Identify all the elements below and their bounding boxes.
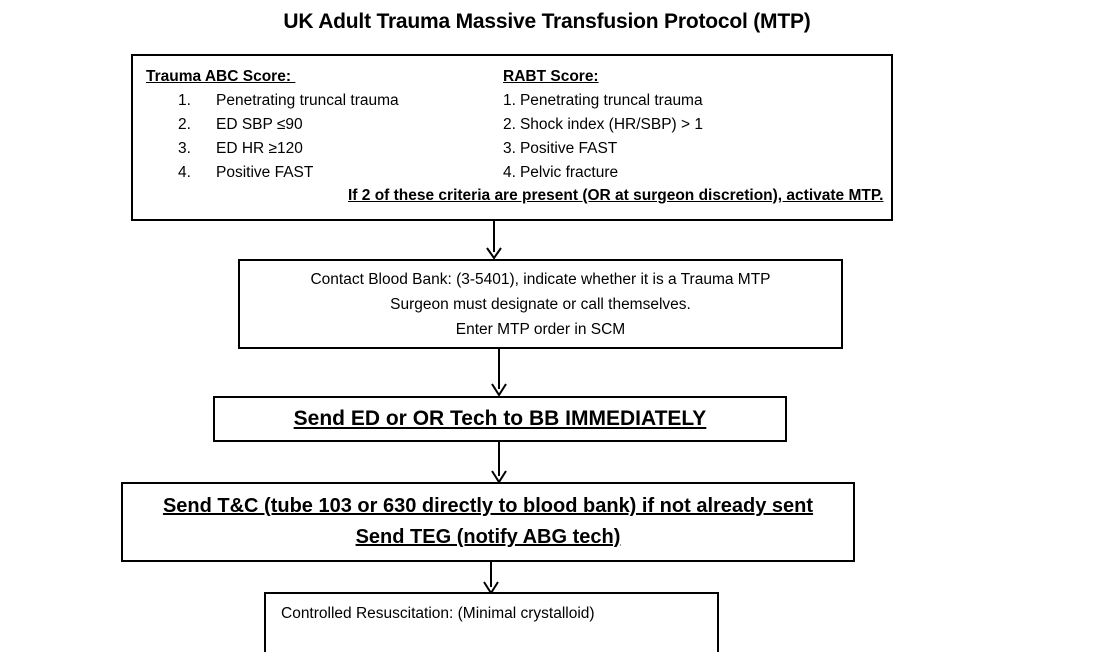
list-item-label: Penetrating truncal trauma xyxy=(519,92,703,109)
arrow-criteria-to-blood-bank xyxy=(484,221,504,260)
list-item: 1.Penetrating truncal trauma xyxy=(503,89,833,113)
list-item: 2.Shock index (HR/SBP) > 1 xyxy=(503,113,833,137)
rabt-score-column: RABT Score: 1.Penetrating truncal trauma… xyxy=(503,65,833,185)
list-item-label: Shock index (HR/SBP) > 1 xyxy=(519,116,704,133)
rabt-score-list: 1.Penetrating truncal trauma 2.Shock ind… xyxy=(503,89,833,185)
blood-bank-line-2: Surgeon must designate or call themselve… xyxy=(390,295,691,313)
list-item-number: 3. xyxy=(503,140,516,157)
send-tc-line-1: Send T&C (tube 103 or 630 directly to bl… xyxy=(162,495,814,517)
trauma-abc-score-list: 1. Penetrating truncal trauma 2. ED SBP ≤9… xyxy=(146,89,496,185)
send-type-and-cross-box: Send T&C (tube 103 or 630 directly to bl… xyxy=(121,482,855,562)
list-item: 4. Positive FAST xyxy=(146,161,496,185)
arrow-send-tc-to-resuscitation xyxy=(481,562,501,595)
rabt-score-heading: RABT Score: xyxy=(503,68,599,85)
resuscitation-line-1: Controlled Resuscitation: (Minimal cryst… xyxy=(281,605,595,622)
list-item-label: Pelvic fracture xyxy=(519,164,619,181)
list-item-label: ED SBP ≤90 xyxy=(216,116,303,133)
list-item-label: Penetrating truncal trauma xyxy=(216,92,399,109)
arrow-send-tech-to-send-tc xyxy=(489,442,509,484)
list-item-number: 3. xyxy=(178,140,191,157)
criteria-columns: Trauma ABC Score: 1.Penetrating truncal … xyxy=(133,56,891,219)
blood-bank-box: Contact Blood Bank: (3-5401), indicate w… xyxy=(238,259,843,349)
trauma-abc-score-column: Trauma ABC Score: 1. Penetrating truncal … xyxy=(146,65,496,185)
list-item-label: Positive FAST xyxy=(216,164,314,181)
criteria-box: Trauma ABC Score: 1.Penetrating truncal … xyxy=(131,54,893,221)
list-item: 3.Positive FAST xyxy=(503,137,833,161)
send-tech-line-1: Send ED or OR Tech to BB IMMEDIATELY xyxy=(293,407,707,430)
page-title: UK Adult Trauma Massive Transfusion Prot… xyxy=(283,10,811,33)
list-item: 3. ED HR ≥120 xyxy=(146,137,496,161)
controlled-resuscitation-box: Controlled Resuscitation: (Minimal cryst… xyxy=(264,592,719,652)
list-item: 1. Penetrating truncal trauma xyxy=(146,89,496,113)
list-item-number: 2. xyxy=(178,116,191,133)
send-tc-line-2: Send TEG (notify ABG tech) xyxy=(355,526,621,548)
blood-bank-line-1: Contact Blood Bank: (3-5401), indicate w… xyxy=(310,270,771,288)
list-item: 2. ED SBP ≤90 xyxy=(146,113,496,137)
list-item-number: 4. xyxy=(503,164,516,181)
list-item-label: ED HR ≥120 xyxy=(216,140,303,157)
blood-bank-line-3: Enter MTP order in SCM xyxy=(455,320,626,338)
arrow-blood-bank-to-send-tech xyxy=(489,349,509,397)
list-item-number: 4. xyxy=(178,164,191,181)
trauma-abc-score-heading: Trauma ABC Score: xyxy=(146,68,296,85)
send-tech-box: Send ED or OR Tech to BB IMMEDIATELY xyxy=(213,396,787,442)
list-item-number: 1. xyxy=(503,92,516,109)
list-item-number: 1. xyxy=(178,92,191,109)
list-item-number: 2. xyxy=(503,116,516,133)
activate-mtp-statement: If 2 of these criteria are present (OR a… xyxy=(348,187,884,204)
list-item: 4.Pelvic fracture xyxy=(503,161,833,185)
list-item-label: Positive FAST xyxy=(519,140,618,157)
